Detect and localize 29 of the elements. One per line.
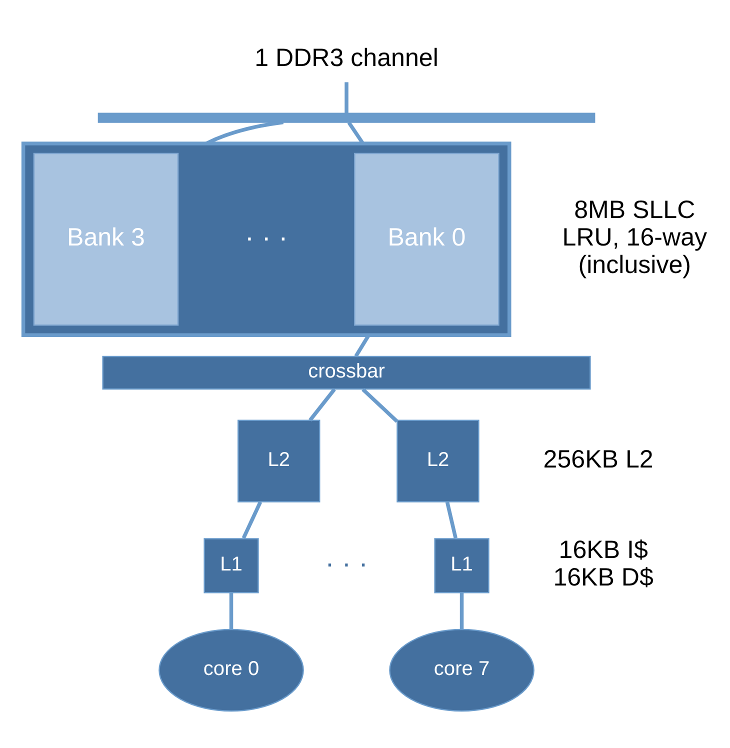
connector [460,592,464,630]
connector [362,388,398,423]
connector [445,502,458,539]
node-box: L2 [238,420,320,502]
node-box: Bank 3 [33,152,179,326]
node-box: L1 [204,538,259,594]
node-label: (inclusive) [578,251,692,280]
connector [242,501,262,539]
cluster [21,142,512,338]
node-box: Bank 0 [354,152,500,326]
node-text: 1 DDR3 channel [254,44,438,72]
connector [308,388,336,422]
node-label: 16KB D$ [553,564,654,592]
label: · · · [244,221,288,252]
node-box: crossbar [102,356,591,390]
node-box: L1 [434,538,490,594]
node-label: 8MB SLLC [574,196,696,224]
node-label: 256KB L2 [543,445,654,474]
connector [344,82,348,114]
node-label: LRU, 16-way [562,224,708,252]
connector [229,592,234,630]
node-box: L2 [396,420,480,502]
node-ellipse: core 7 [389,628,534,712]
label: · · · [325,548,368,579]
node-ellipse: core 0 [158,628,304,712]
node-label: 16KB I$ [558,536,648,564]
connector [354,334,370,358]
node-bar [98,112,596,123]
connector [347,121,365,145]
